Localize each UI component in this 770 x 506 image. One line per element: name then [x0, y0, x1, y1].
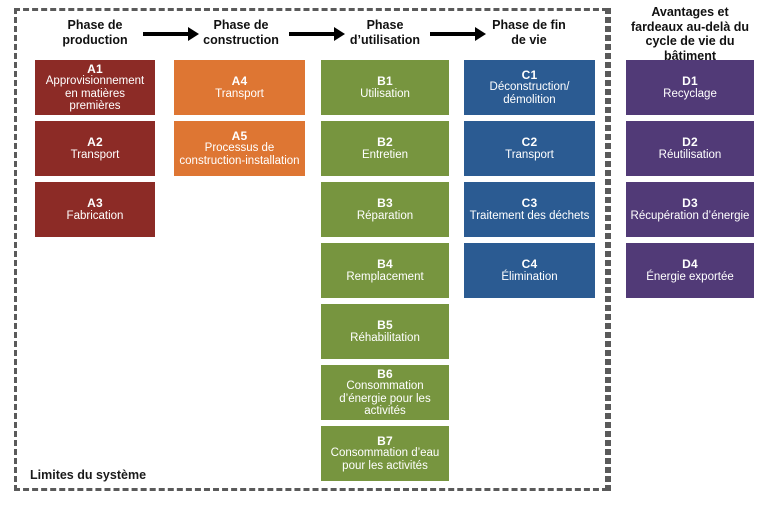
module-code: B7 — [377, 433, 393, 448]
module-box-b6[interactable]: B6 Consommation d’énergie pour les activ… — [321, 365, 449, 420]
column-header-utilisation: Phase d’utilisation — [320, 18, 450, 47]
module-label: Traitement des déchets — [469, 209, 590, 222]
system-boundary-right-edge — [608, 8, 611, 491]
module-box-a1[interactable]: A1 Approvisionnement en matières premièr… — [35, 60, 155, 115]
module-code: A1 — [87, 61, 103, 76]
module-code: A4 — [231, 74, 248, 88]
header-line-3: cycle de vie du — [645, 34, 735, 48]
module-box-a2[interactable]: A2 Transport — [35, 121, 155, 176]
module-label: Déconstruction/ démolition — [489, 81, 570, 106]
module-label: Réparation — [356, 209, 414, 222]
module-box-b4[interactable]: B4 Remplacement — [321, 243, 449, 298]
module-label: Élimination — [501, 270, 558, 283]
header-line-2: production — [62, 32, 128, 47]
module-code: C1 — [521, 67, 538, 82]
module-label: Consommation d’énergie pour les activité… — [339, 380, 431, 417]
module-code: D1 — [682, 74, 698, 88]
arrow-utilisation-to-fin-de-vie — [430, 27, 486, 41]
header-line-1: Phase de fin — [492, 18, 566, 32]
module-code: B1 — [377, 74, 393, 88]
module-code: B6 — [377, 366, 393, 381]
module-box-b2[interactable]: B2 Entretien — [321, 121, 449, 176]
module-code: C4 — [521, 257, 538, 271]
arrow-construction-to-utilisation — [289, 27, 345, 41]
module-label: Approvisionnement en matières premières — [45, 75, 145, 112]
module-box-d3[interactable]: D3 Récupération d’énergie — [626, 182, 754, 237]
module-box-b7[interactable]: B7 Consommation d’eau pour les activités — [321, 426, 449, 481]
arrow-head-icon — [475, 27, 486, 41]
column-header-production: Phase de production — [28, 18, 162, 47]
module-box-a5[interactable]: A5 Processus de construction-installatio… — [174, 121, 305, 176]
column-header-fin-de-vie: Phase de fin de vie — [462, 18, 596, 47]
module-label: Réhabilitation — [350, 331, 420, 344]
module-code: A2 — [87, 135, 103, 149]
header-line-1: Phase de — [213, 18, 269, 32]
module-label: Fabrication — [66, 209, 124, 222]
module-box-a4[interactable]: A4 Transport — [174, 60, 305, 115]
module-code: A5 — [231, 128, 248, 143]
module-box-c3[interactable]: C3 Traitement des déchets — [464, 182, 595, 237]
arrow-shaft — [143, 32, 188, 36]
module-label: Remplacement — [346, 270, 424, 283]
module-code: B2 — [377, 135, 393, 149]
module-box-a3[interactable]: A3 Fabrication — [35, 182, 155, 237]
module-label: Recyclage — [663, 87, 717, 100]
column-header-au-dela-du-cycle-de-vie: Avantages et fardeaux au-delà du cycle d… — [620, 5, 760, 63]
module-label: Transport — [505, 148, 554, 161]
module-label: Réutilisation — [658, 148, 722, 161]
module-code: C3 — [521, 196, 538, 210]
header-line-1: Avantages et — [651, 5, 729, 19]
arrow-shaft — [289, 32, 334, 36]
module-box-c2[interactable]: C2 Transport — [464, 121, 595, 176]
header-line-2: construction — [203, 32, 279, 47]
arrow-shaft — [430, 32, 475, 36]
module-label: Entretien — [361, 148, 409, 161]
module-label: Consommation d’eau pour les activités — [330, 447, 440, 472]
system-boundary-label: Limites du système — [30, 468, 147, 482]
arrow-head-icon — [188, 27, 199, 41]
module-box-c1[interactable]: C1 Déconstruction/ démolition — [464, 60, 595, 115]
module-code: A3 — [87, 196, 103, 210]
module-label: Récupération d’énergie — [630, 209, 750, 222]
module-box-b1[interactable]: B1 Utilisation — [321, 60, 449, 115]
module-box-b5[interactable]: B5 Réhabilitation — [321, 304, 449, 359]
module-box-d1[interactable]: D1 Recyclage — [626, 60, 754, 115]
arrow-production-to-construction — [143, 27, 199, 41]
module-label: Utilisation — [360, 87, 410, 100]
module-label: Transport — [215, 87, 264, 100]
header-line-1: Phase de — [67, 18, 123, 32]
module-code: D4 — [682, 257, 698, 271]
header-line-2: d’utilisation — [349, 32, 421, 47]
module-label: Processus de construction-installation — [179, 142, 300, 167]
module-code: B5 — [377, 318, 393, 332]
system-boundary-frame — [14, 8, 608, 491]
module-label: Transport — [70, 148, 120, 161]
header-line-1: Phase — [366, 18, 404, 32]
module-box-d4[interactable]: D4 Énergie exportée — [626, 243, 754, 298]
module-code: D2 — [682, 135, 698, 149]
header-line-2: fardeaux au-delà du — [630, 19, 750, 34]
header-line-4: bâtiment — [663, 48, 717, 63]
header-line-2: de vie — [511, 32, 547, 47]
module-code: B4 — [377, 257, 393, 271]
module-code: C2 — [521, 135, 538, 149]
module-label: Énergie exportée — [646, 270, 734, 283]
column-header-construction: Phase de construction — [174, 18, 308, 47]
module-box-b3[interactable]: B3 Réparation — [321, 182, 449, 237]
arrow-head-icon — [334, 27, 345, 41]
module-box-d2[interactable]: D2 Réutilisation — [626, 121, 754, 176]
module-code: B3 — [377, 196, 393, 210]
module-box-c4[interactable]: C4 Élimination — [464, 243, 595, 298]
module-code: D3 — [682, 196, 698, 210]
